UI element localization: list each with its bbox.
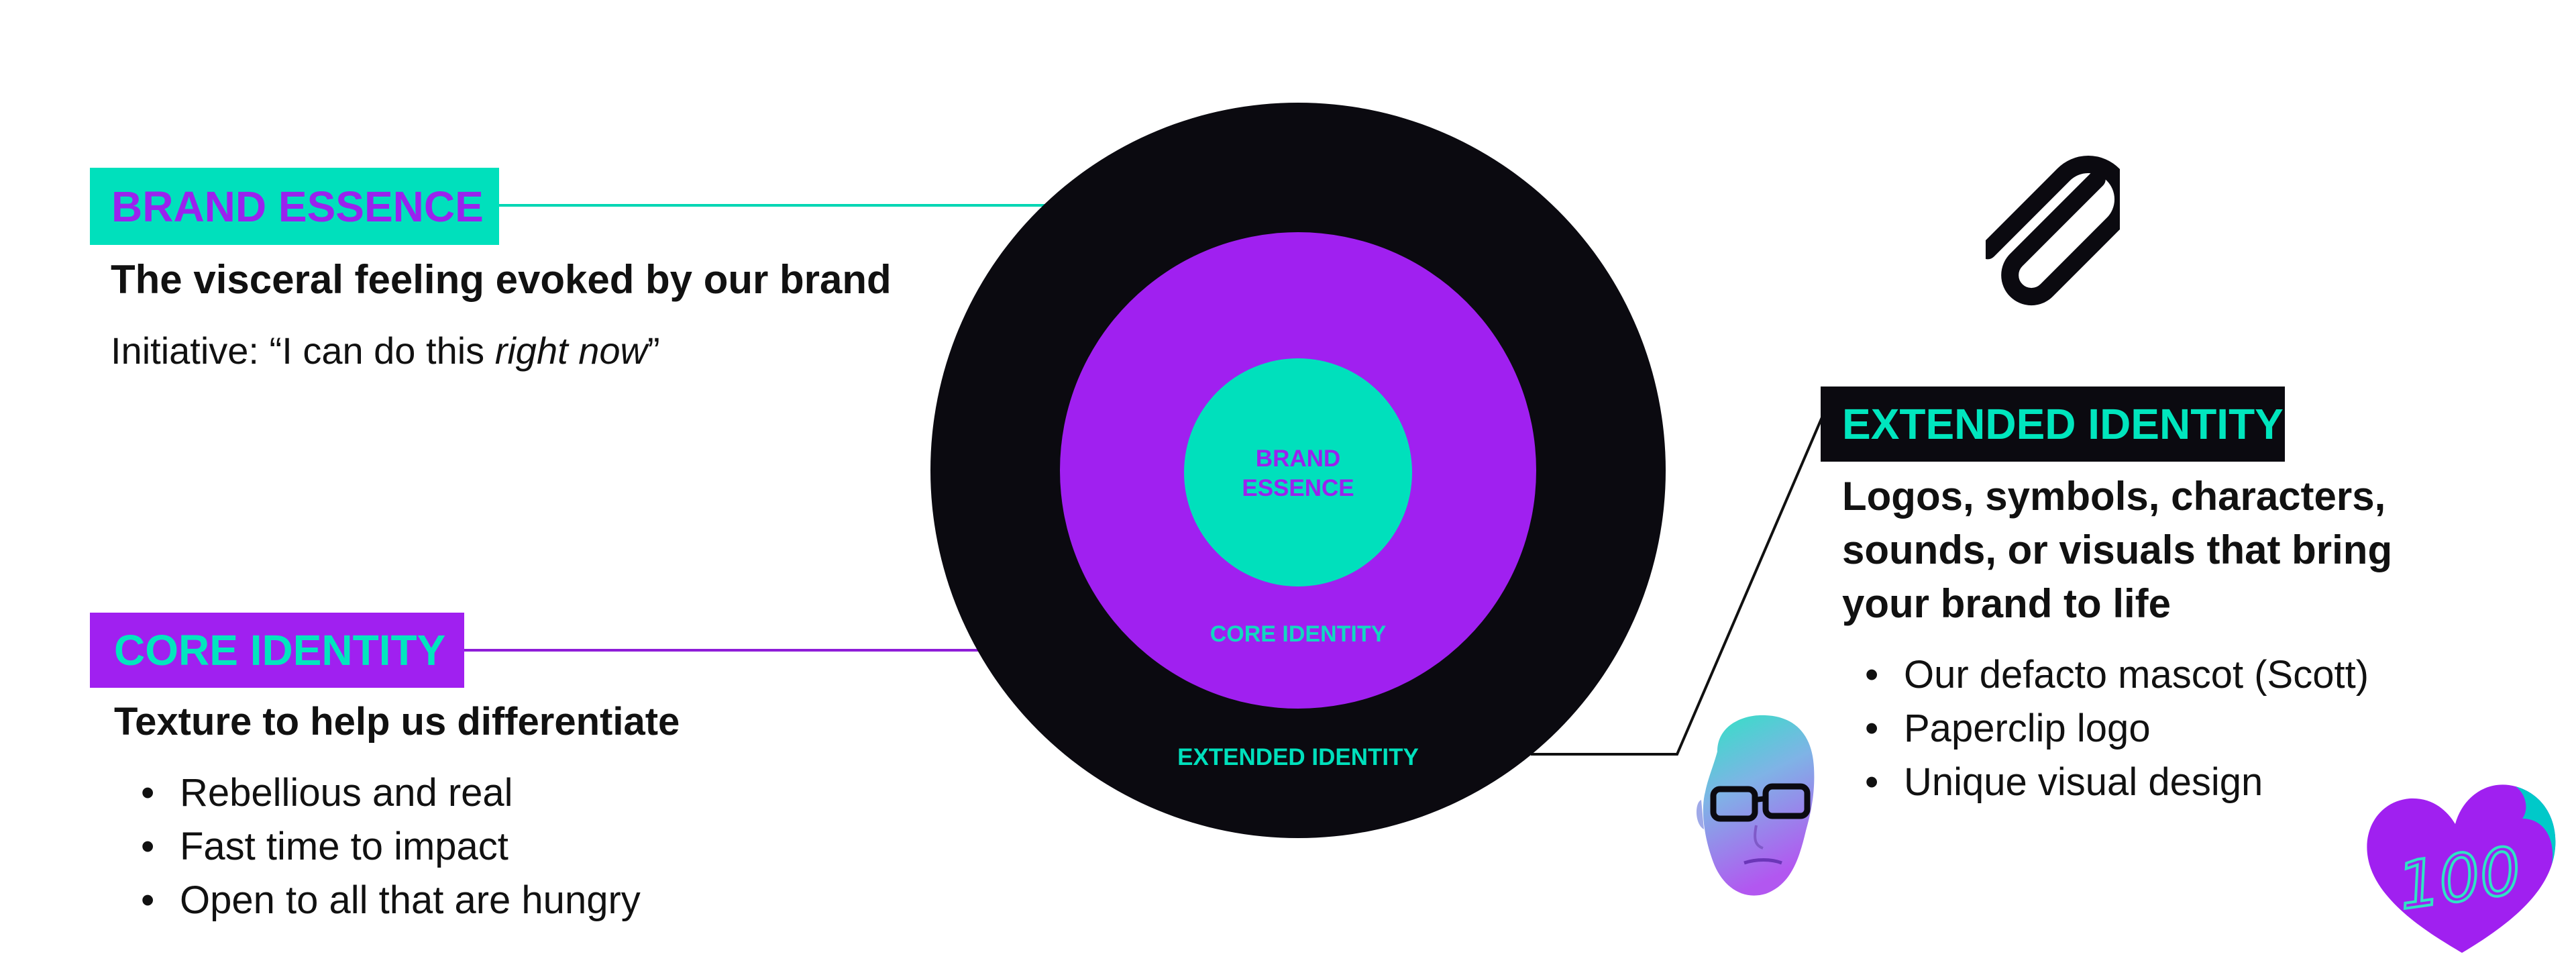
core-identity-bullets: •Rebellious and real •Fast time to impac…: [94, 766, 641, 927]
extended-identity-heading: Logos, symbols, characters, sounds, or v…: [1842, 470, 2392, 631]
list-item: •Unique visual design: [1865, 760, 2263, 804]
heart-100-sticker-icon: 100: [2367, 784, 2556, 953]
diagram-essence-line: ESSENCE: [1242, 475, 1354, 501]
extended-heading-line: sounds, or visuals that bring: [1842, 527, 2393, 572]
extended-heading-line: Logos, symbols, characters,: [1842, 474, 2386, 519]
extended-bullet-text: Our defacto mascot (Scott): [1904, 653, 2369, 697]
list-item: •Rebellious and real: [141, 771, 513, 815]
brand-essence-heading: The visceral feeling evoked by our brand: [111, 257, 892, 302]
sticker-100-text: 100: [2394, 833, 2526, 924]
initiative-text: Initiative: “I can do this: [111, 329, 495, 372]
brand-essence-tag-label: BRAND ESSENCE: [111, 182, 484, 231]
extended-heading-line: your brand to life: [1842, 581, 2171, 626]
core-bullet-text: Open to all that are hungry: [180, 878, 641, 922]
core-identity-tag-label: CORE IDENTITY: [114, 626, 446, 674]
mascot-portrait-icon: [1696, 715, 1815, 896]
extended-identity-tag: EXTENDED IDENTITY: [1821, 387, 2285, 462]
list-item: •Open to all that are hungry: [141, 878, 641, 922]
paperclip-logo-icon: [1986, 155, 2120, 306]
core-bullet-text: Rebellious and real: [180, 771, 513, 815]
diagram-brand-essence-label: BRAND ESSENCE: [1242, 444, 1354, 503]
diagram-extended-identity-label: EXTENDED IDENTITY: [1177, 744, 1419, 770]
initiative-quote-close: ”: [647, 329, 660, 372]
extended-bullet-text: Paperclip logo: [1904, 707, 2151, 750]
core-identity-tag: CORE IDENTITY: [90, 613, 464, 688]
diagram-core-identity-label: CORE IDENTITY: [1210, 621, 1387, 647]
list-item: •Our defacto mascot (Scott): [1865, 653, 2369, 697]
extended-bullet-text: Unique visual design: [1904, 760, 2263, 804]
initiative-emphasis: right now: [494, 329, 647, 372]
extended-identity-connector: [1531, 417, 1823, 756]
brand-essence-tag: BRAND ESSENCE: [90, 168, 499, 245]
brand-essence-initiative: Initiative: “I can do this right now”: [111, 329, 660, 372]
extended-identity-bullets: •Our defacto mascot (Scott) •Paperclip l…: [1818, 648, 2369, 809]
brand-essence-circle: [1184, 358, 1412, 586]
extended-identity-tag-label: EXTENDED IDENTITY: [1842, 400, 2284, 448]
list-item: •Paperclip logo: [1865, 707, 2151, 750]
core-bullet-text: Fast time to impact: [180, 825, 508, 868]
list-item: •Fast time to impact: [141, 825, 508, 868]
diagram-brand-line: BRAND: [1255, 446, 1341, 472]
core-identity-heading: Texture to help us differentiate: [114, 700, 680, 743]
